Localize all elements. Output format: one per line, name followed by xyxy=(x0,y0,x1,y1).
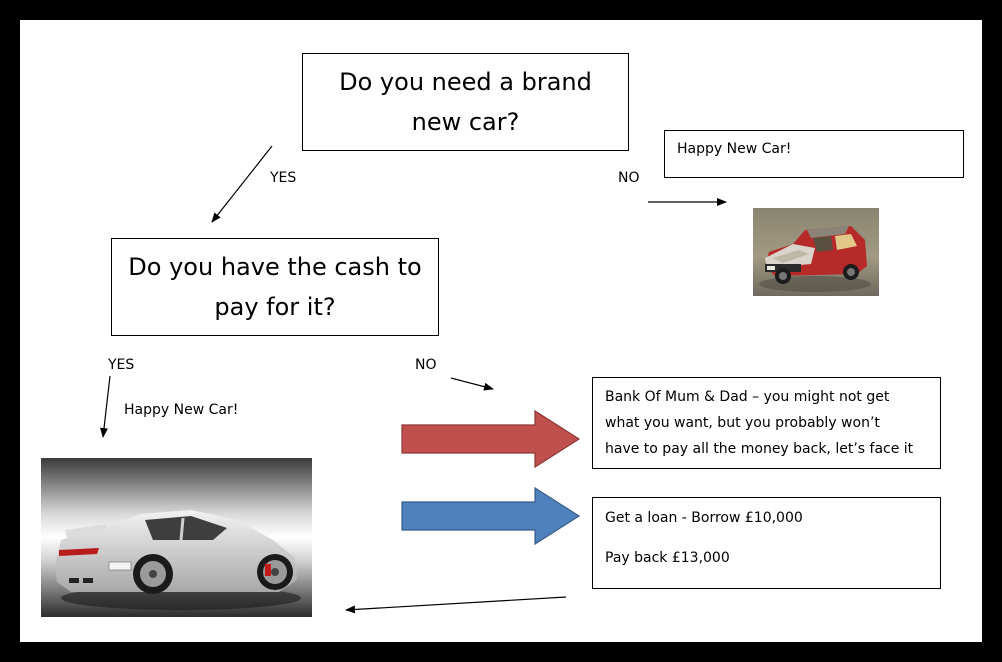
arrow-q1-yes xyxy=(211,145,273,223)
bank-of-mum-dad-box: Bank Of Mum & Dad – you might not get wh… xyxy=(592,377,941,469)
arrow-q2-yes xyxy=(100,375,111,438)
arrow-q2-no xyxy=(450,377,494,391)
bank-line1: Bank Of Mum & Dad – you might not get xyxy=(605,389,890,405)
question-need-new-car: Do you need a brand new car? xyxy=(302,53,629,151)
question1-line1: Do you need a brand xyxy=(339,68,592,96)
question2-line2: pay for it? xyxy=(214,293,336,321)
old-car-image xyxy=(753,208,879,296)
loan-line2: Pay back £13,000 xyxy=(605,550,730,566)
happy-new-car-no-box: Happy New Car! xyxy=(664,130,964,178)
bank-line3: have to pay all the money back, let’s fa… xyxy=(605,441,914,457)
blue-block-arrow xyxy=(401,486,581,546)
label-q1-no: NO xyxy=(618,170,640,186)
label-happy-new-car-yes: Happy New Car! xyxy=(124,402,239,418)
loan-box: Get a loan - Borrow £10,000 Pay back £13… xyxy=(592,497,941,589)
question2-line1: Do you have the cash to xyxy=(128,253,422,281)
arrow-loan-to-car xyxy=(345,596,567,614)
label-q2-no: NO xyxy=(415,357,437,373)
loan-line1: Get a loan - Borrow £10,000 xyxy=(605,510,803,526)
question-have-cash: Do you have the cash to pay for it? xyxy=(111,238,439,336)
happy-no-text: Happy New Car! xyxy=(677,141,792,157)
new-car-image xyxy=(41,458,312,617)
label-q1-yes: YES xyxy=(270,170,297,186)
red-block-arrow xyxy=(401,409,581,469)
bank-line2: what you want, but you probably won’t xyxy=(605,415,880,431)
label-q2-yes: YES xyxy=(108,357,135,373)
question1-line2: new car? xyxy=(411,108,520,136)
